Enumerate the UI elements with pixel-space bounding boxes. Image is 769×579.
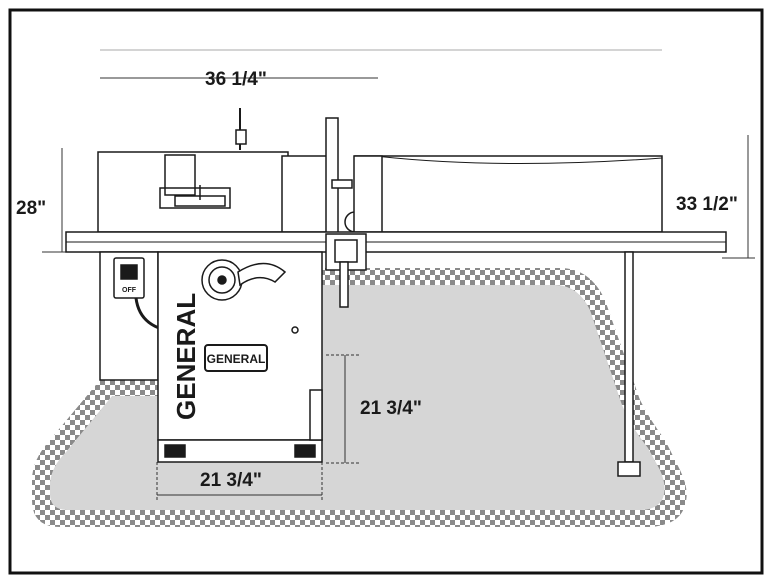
table-saw: OFF GENERAL — [65, 108, 727, 477]
switch-off-label: OFF — [122, 287, 137, 294]
cabinet-height-label: 21 3/4" — [360, 398, 422, 419]
cabinet-width-label: 21 3/4" — [200, 470, 262, 491]
badge-text: GENERAL — [207, 352, 266, 366]
dimension-lines — [42, 49, 755, 500]
general-vertical-logo: GENERAL — [171, 293, 201, 420]
blade-guard — [325, 117, 383, 237]
table-height-label: 28" — [16, 198, 46, 219]
power-switch: OFF — [113, 257, 145, 299]
fence-rail — [65, 231, 727, 271]
handwheel — [201, 259, 287, 301]
general-badge: GENERAL — [204, 344, 268, 372]
overall-height-label: 33 1/2" — [676, 194, 738, 215]
extension-leg — [617, 251, 641, 477]
miter-gauge — [159, 185, 231, 209]
extension-wing — [354, 155, 663, 233]
overall-width-label: 36 1/4" — [205, 69, 267, 90]
